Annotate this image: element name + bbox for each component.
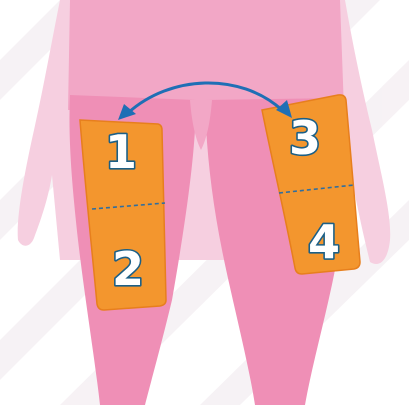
zone-2-label: 2 bbox=[112, 242, 144, 296]
torso bbox=[68, 0, 344, 110]
zone-3-label: 3 bbox=[289, 111, 321, 165]
zone-4-label: 4 bbox=[308, 215, 340, 269]
zone-1-label: 1 bbox=[105, 125, 137, 179]
